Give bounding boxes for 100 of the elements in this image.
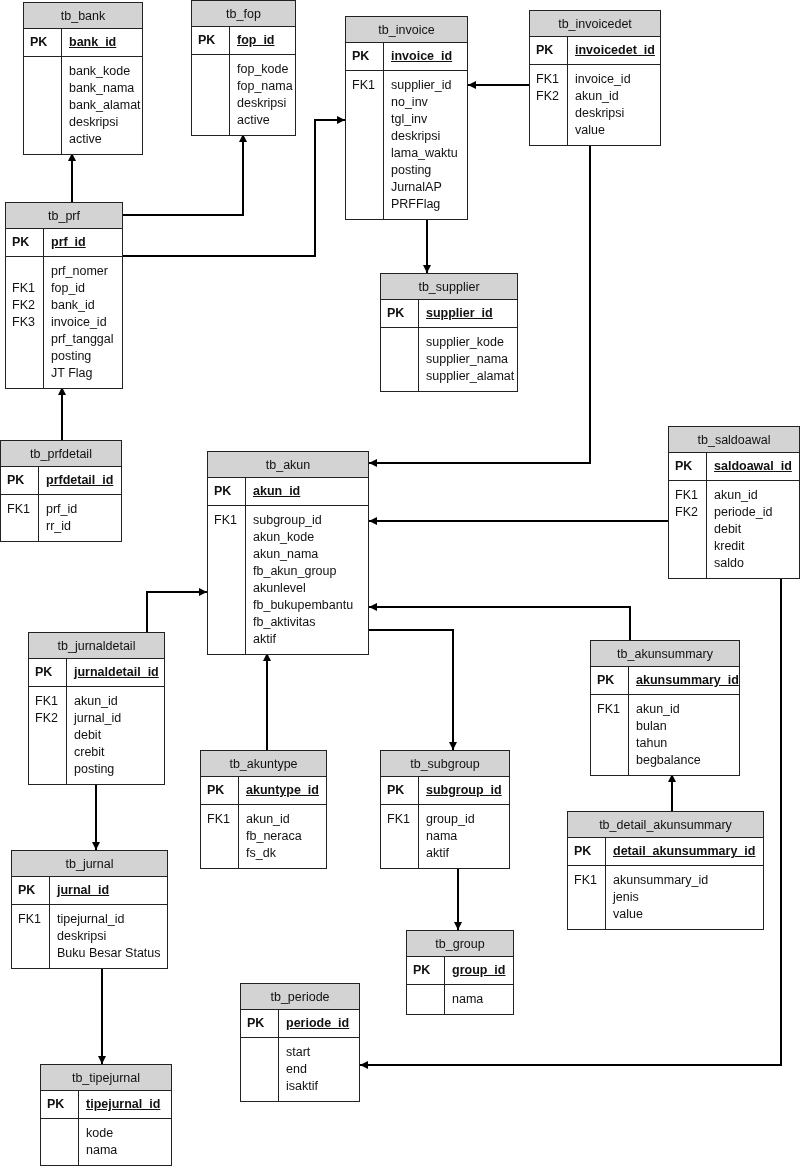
key-label: FK2	[675, 504, 699, 521]
primary-key-field: fop_id	[237, 32, 275, 49]
column-name: nama	[452, 991, 484, 1008]
entity-table	[0, 440, 122, 542]
column-name: nama	[426, 828, 459, 845]
entity-table	[240, 983, 360, 1102]
key-label: PK	[387, 782, 406, 799]
column-name: JT Flag	[51, 365, 94, 382]
primary-key-field: akunsummary_id	[636, 672, 739, 689]
table-header: tb_group	[407, 931, 513, 957]
entity-table	[668, 426, 800, 579]
relationship-arrow	[368, 629, 457, 751]
column-name: deskripsi	[575, 105, 626, 122]
primary-key-field: saldoawal_id	[714, 458, 792, 475]
column-name: bank_alamat	[69, 97, 141, 114]
column-name: deskripsi	[391, 128, 442, 145]
entity-table	[590, 640, 740, 776]
key-label: FK3	[12, 314, 36, 331]
table-header: tb_invoicedet	[530, 11, 660, 37]
table-header: tb_periode	[241, 984, 359, 1010]
key-label: FK1	[352, 77, 376, 94]
column-name: fop_kode	[237, 61, 290, 78]
column-name: fb_bukupembantu	[253, 597, 354, 614]
key-label: PK	[247, 1015, 266, 1032]
column-name: Buku Besar Status	[57, 945, 161, 962]
column-name: kredit	[714, 538, 746, 555]
key-label: FK1	[214, 512, 238, 529]
primary-key-field: supplier_id	[426, 305, 493, 322]
key-label: FK2	[12, 297, 36, 314]
column-name: deskripsi	[69, 114, 120, 131]
column-name: JurnalAP	[391, 179, 443, 196]
column-name: akun_id	[246, 811, 291, 828]
column-name: crebit	[74, 744, 106, 761]
primary-key-field: subgroup_id	[426, 782, 502, 799]
column-name: prf_nomer	[51, 263, 109, 280]
column-name: akun_id	[575, 88, 620, 105]
column-name: jurnal_id	[74, 710, 122, 727]
column-name: akun_id	[714, 487, 759, 504]
column-name: start	[286, 1044, 312, 1061]
key-label: PK	[387, 305, 406, 322]
column-name: rr_id	[46, 518, 72, 535]
column-name: posting	[74, 761, 116, 778]
primary-key-field: jurnaldetail_id	[74, 664, 159, 681]
column-name: akun_kode	[253, 529, 316, 546]
column-name: debit	[74, 727, 103, 744]
column-name: active	[69, 131, 103, 148]
column-name: debit	[714, 521, 743, 538]
column-name: akun_nama	[253, 546, 320, 563]
relationship-arrow	[146, 588, 208, 633]
table-header: tb_akun	[208, 452, 368, 478]
column-name: prf_tanggal	[51, 331, 114, 348]
column-name: aktif	[426, 845, 450, 862]
primary-key-field: detail_akunsummary_id	[613, 843, 756, 860]
table-header: tb_supplier	[381, 274, 517, 300]
column-name: bank_nama	[69, 80, 136, 97]
entity-table	[380, 273, 518, 392]
column-name: lama_waktu	[391, 145, 458, 162]
relationship-arrow	[368, 517, 669, 525]
table-header: tb_fop	[192, 1, 295, 27]
column-name: fb_akun_group	[253, 563, 338, 580]
key-label: PK	[7, 472, 26, 489]
entity-table	[529, 10, 661, 146]
column-name: posting	[51, 348, 93, 365]
key-label: FK2	[35, 710, 59, 727]
column-name: isaktif	[286, 1078, 318, 1095]
key-label: PK	[574, 843, 593, 860]
entity-table	[380, 750, 510, 869]
column-name: akunsummary_id	[613, 872, 709, 889]
key-label: PK	[30, 34, 49, 51]
relationship-arrow	[122, 116, 346, 257]
table-header: tb_bank	[24, 3, 142, 29]
entity-table	[191, 0, 296, 136]
column-name: begbalance	[636, 752, 701, 769]
column-name: supplier_alamat	[426, 368, 515, 385]
column-name: fb_aktivitas	[253, 614, 317, 631]
primary-key-field: prfdetail_id	[46, 472, 114, 489]
primary-key-field: prf_id	[51, 234, 86, 251]
key-label: FK1	[18, 911, 42, 928]
key-label: FK1	[675, 487, 699, 504]
column-name: end	[286, 1061, 308, 1078]
column-name: tahun	[636, 735, 669, 752]
column-name: group_id	[426, 811, 475, 828]
column-name: value	[575, 122, 606, 139]
primary-key-field: akun_id	[253, 483, 301, 500]
column-name: deskripsi	[237, 95, 288, 112]
key-label: FK1	[387, 811, 411, 828]
column-name: subgroup_id	[253, 512, 323, 529]
column-name: fb_neraca	[246, 828, 302, 845]
column-name: jenis	[613, 889, 640, 906]
column-name: supplier_nama	[426, 351, 509, 368]
table-header: tb_jurnaldetail	[29, 633, 164, 659]
column-name: fop_nama	[237, 78, 293, 95]
primary-key-field: bank_id	[69, 34, 117, 51]
key-label: PK	[352, 48, 371, 65]
key-label: PK	[207, 782, 226, 799]
table-header: tb_saldoawal	[669, 427, 799, 453]
key-label: FK1	[35, 693, 59, 710]
column-name: value	[613, 906, 644, 923]
table-header: tb_prfdetail	[1, 441, 121, 467]
entity-table	[23, 2, 143, 155]
